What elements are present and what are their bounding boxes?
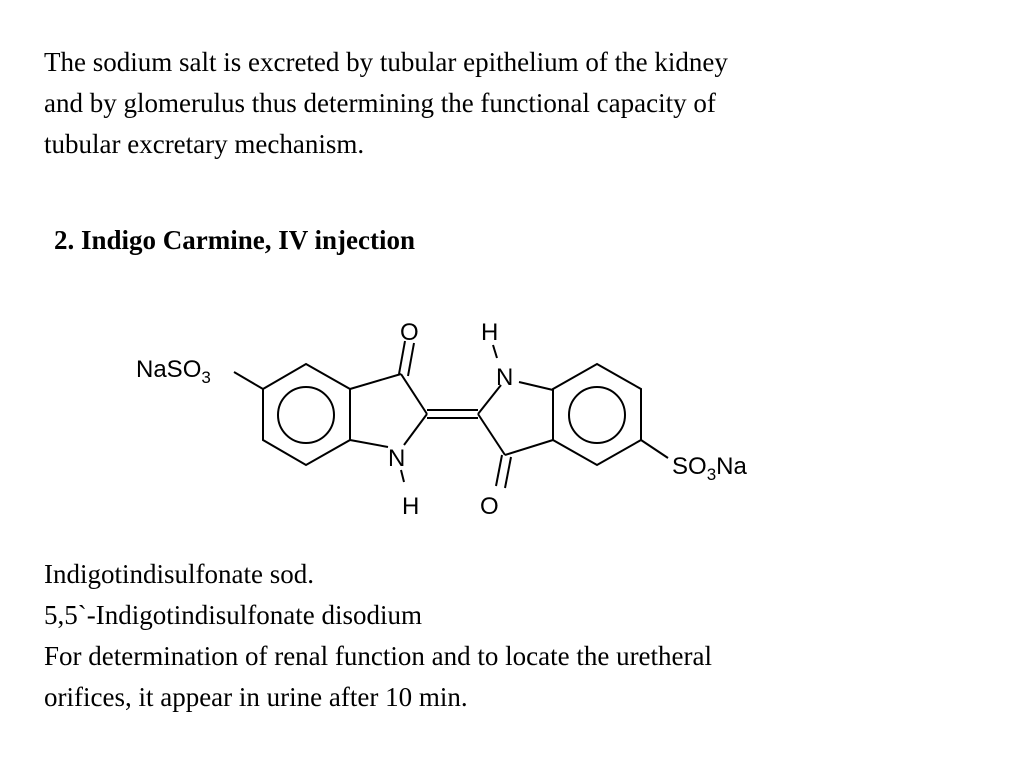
left-substituent-main: NaSO [136,356,201,383]
nitrogen-label: N [388,445,405,472]
intro-line: The sodium salt is excreted by tubular e… [44,47,728,77]
left-benzene-ring [262,362,351,467]
left-substituent-subscript: 3 [201,368,210,387]
bond [504,439,554,456]
right-substituent-label: SO3Na [672,453,747,484]
double-bond [504,456,512,489]
double-bond [495,454,503,487]
right-substituent-tail: Na [716,453,747,480]
double-bond [407,342,415,377]
oxygen-label: O [480,493,499,520]
oxygen-label: O [400,319,419,346]
bond [349,439,389,448]
intro-line: tubular excretary mechanism. [44,129,365,159]
bond [640,439,669,459]
right-benzene-ring [552,362,642,467]
bond [518,381,554,391]
left-substituent-label: NaSO3 [136,356,211,387]
notes-line: Indigotindisulfonate sod. [44,559,314,589]
notes-line: orifices, it appear in urine after 10 mi… [44,682,468,712]
notes-paragraph: Indigotindisulfonate sod. 5,5`-Indigotin… [44,554,712,718]
hydrogen-label: H [402,493,419,520]
hydrogen-label: H [481,319,498,346]
left-aromatic-circle [277,386,335,444]
right-substituent-main: SO [672,453,707,480]
section-heading: 2. Indigo Carmine, IV injection [54,225,416,255]
bond [403,413,428,446]
bond [233,371,264,390]
bond [400,373,428,415]
bond [349,373,402,390]
double-bond [398,340,406,375]
right-substituent-subscript: 3 [707,465,716,484]
notes-line: 5,5`-Indigotindisulfonate disodium [44,600,422,630]
bond [492,344,498,359]
notes-line: For determination of renal function and … [44,641,712,671]
nitrogen-label: N [496,364,513,391]
bond [477,384,502,415]
intro-line: and by glomerulus thus determining the f… [44,88,716,118]
right-aromatic-circle [568,386,626,444]
intro-paragraph: The sodium salt is excreted by tubular e… [44,42,728,165]
bond [400,469,405,483]
bond [477,413,506,456]
